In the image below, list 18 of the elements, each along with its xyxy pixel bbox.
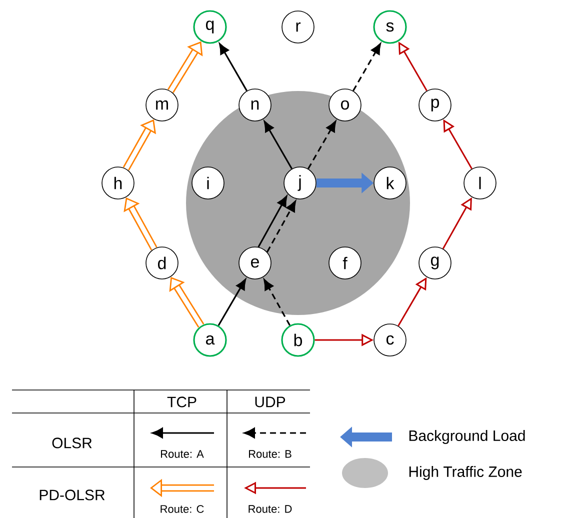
arrow	[266, 200, 296, 252]
route-label: Route: D	[248, 505, 292, 513]
legend-label: Background Load	[409, 430, 525, 444]
arrow	[264, 279, 291, 326]
row-label: OLSR	[52, 438, 92, 448]
row-label: PD-OLSR	[40, 490, 105, 500]
arrow	[219, 43, 248, 92]
arrow	[218, 278, 246, 326]
legend-label: High Traffic Zone	[409, 466, 522, 480]
route-label: Route: A	[161, 450, 204, 458]
table-header: UDP	[255, 396, 286, 408]
arrow	[352, 43, 381, 92]
route-label: Route: B	[249, 450, 292, 458]
table-header: TCP	[167, 396, 196, 408]
arrow	[264, 120, 292, 170]
arrow	[258, 196, 288, 248]
route-label: Route: C	[160, 505, 204, 513]
arrow	[308, 120, 336, 170]
